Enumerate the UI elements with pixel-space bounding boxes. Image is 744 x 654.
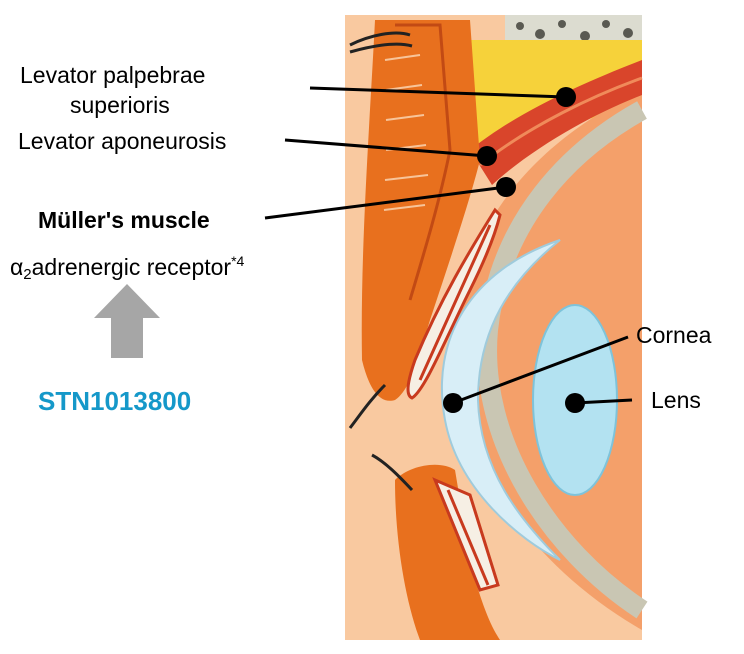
dot-levator-palpebrae bbox=[556, 87, 576, 107]
dot-cornea bbox=[443, 393, 463, 413]
receptor-footnote: *4 bbox=[231, 253, 245, 269]
label-levator-aponeurosis: Levator aponeurosis bbox=[18, 128, 227, 154]
upper-lash bbox=[348, 383, 387, 429]
leader-cornea bbox=[452, 335, 629, 405]
label-superioris: superioris bbox=[70, 92, 170, 118]
upper-eyelid bbox=[361, 20, 480, 401]
dot-lens bbox=[565, 393, 585, 413]
lower-lash bbox=[371, 453, 414, 492]
brow-hair bbox=[349, 31, 413, 54]
label-cornea: Cornea bbox=[636, 322, 712, 348]
receptor-subscript: 2 bbox=[23, 266, 32, 283]
levator-muscle-band bbox=[470, 60, 642, 185]
dot-muller bbox=[496, 177, 516, 197]
label-drug: STN1013800 bbox=[38, 386, 192, 416]
label-receptor: α2adrenergic receptor*4 bbox=[10, 248, 244, 288]
bone-texture bbox=[516, 20, 633, 41]
receptor-alpha: α bbox=[10, 254, 24, 280]
leader-muller bbox=[264, 185, 507, 220]
label-lens: Lens bbox=[651, 387, 701, 413]
dot-levator-aponeurosis bbox=[477, 146, 497, 166]
label-muller-muscle: Müller's muscle bbox=[38, 207, 210, 233]
up-arrow bbox=[94, 284, 160, 358]
lower-eyelid bbox=[395, 464, 500, 640]
leader-levator-aponeurosis bbox=[284, 138, 488, 158]
leader-levator-palpebrae bbox=[309, 86, 567, 99]
cornea-shape bbox=[440, 239, 561, 561]
receptor-text: adrenergic receptor bbox=[31, 254, 232, 280]
label-levator-palpebrae: Levator palpebrae bbox=[20, 62, 206, 88]
